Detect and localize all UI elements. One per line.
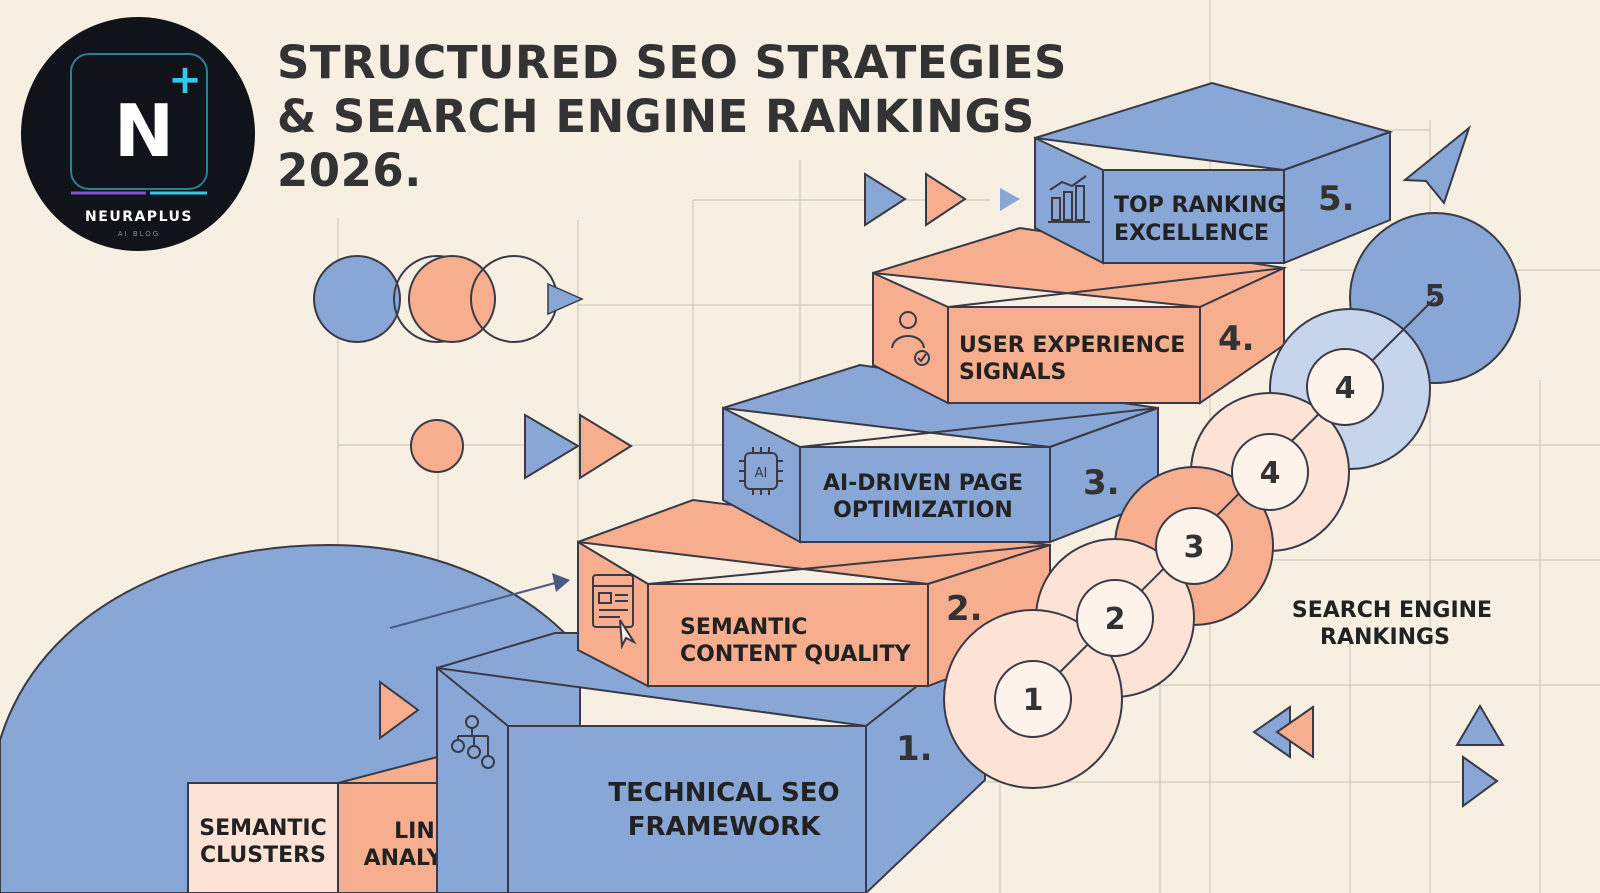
ranking-circles xyxy=(943,212,1521,789)
logo-brand: NEURAPLUS xyxy=(85,209,193,225)
triangle-right-icon xyxy=(579,413,633,480)
triangle-right-icon xyxy=(379,680,420,740)
step-number: 5. xyxy=(1318,179,1355,219)
neuraplus-logo: N + NEURAPLUS AI BLOG xyxy=(21,17,255,251)
triangle-right-icon xyxy=(547,282,584,316)
ranking-circle-number: 3 xyxy=(1184,530,1205,565)
triangle-right-icon xyxy=(864,172,907,227)
step-number: 3. xyxy=(1083,463,1120,503)
step-label: EXCELLENCE xyxy=(1114,221,1269,246)
step-label: OPTIMIZATION xyxy=(833,498,1013,523)
step-label: SIGNALS xyxy=(959,360,1066,385)
step-label: TECHNICAL SEO xyxy=(608,778,839,808)
base-block-label: SEMANTIC xyxy=(199,816,327,841)
step-label: SEMANTIC xyxy=(680,615,808,640)
step-number: 4. xyxy=(1218,319,1255,359)
triangle-right-icon xyxy=(524,413,580,480)
ranking-circle-number: 1 xyxy=(1023,683,1044,718)
bar-chart-icon xyxy=(1048,175,1090,223)
triangle-up-icon xyxy=(1455,704,1505,746)
plus-icon: + xyxy=(168,57,202,103)
triangle-right-icon xyxy=(1462,755,1499,808)
small-orange-circle xyxy=(410,419,464,473)
svg-text:AI: AI xyxy=(755,466,768,481)
step-5-block: TOP RANKING EXCELLENCE 5. xyxy=(1034,81,1394,265)
ranking-circle-number: 4 xyxy=(1335,371,1356,406)
logo-letter: N xyxy=(114,89,174,173)
base-block-label: CLUSTERS xyxy=(200,843,326,868)
arrow-line xyxy=(389,582,556,629)
overlapping-circles xyxy=(313,255,558,343)
rankings-label: RANKINGS xyxy=(1320,625,1450,650)
ai-chip-icon: AI xyxy=(739,447,783,495)
step-label: FRAMEWORK xyxy=(628,812,821,842)
step-4-block: USER EXPERIENCE SIGNALS 4. xyxy=(872,226,1288,405)
step-3-block: AI AI-DRIVEN PAGE OPTIMIZATION 3. xyxy=(722,363,1159,544)
triangle-right-icon xyxy=(1000,188,1020,211)
title-line-3: 2026. xyxy=(277,144,422,197)
sitemap-icon xyxy=(451,715,495,769)
ranking-circle-number: 2 xyxy=(1105,602,1126,637)
rankings-label: SEARCH ENGINE xyxy=(1292,598,1492,623)
step-label: TOP RANKING xyxy=(1114,193,1286,218)
ranking-circle-number: 4 xyxy=(1260,456,1281,491)
triangle-right-icon xyxy=(925,172,967,227)
step-label: USER EXPERIENCE xyxy=(959,333,1185,358)
arrow-head-icon xyxy=(552,573,570,592)
users-icon xyxy=(891,311,930,366)
step-label: CONTENT QUALITY xyxy=(680,642,912,667)
step-label: AI-DRIVEN PAGE xyxy=(823,471,1023,496)
base-block-semantic-clusters: SEMANTIC CLUSTERS xyxy=(187,782,339,893)
step-number: 1. xyxy=(896,729,933,769)
title-line-1: STRUCTURED SEO STRATEGIES xyxy=(277,36,1067,89)
title-line-2: & SEARCH ENGINE RANKINGS xyxy=(277,90,1035,143)
logo-subtitle: AI BLOG xyxy=(118,230,160,238)
step-number: 2. xyxy=(946,589,983,629)
page-title: STRUCTURED SEO STRATEGIES & SEARCH ENGIN… xyxy=(277,36,1067,197)
pointer-arrow-icon xyxy=(1402,125,1472,206)
webpage-cursor-icon xyxy=(592,574,637,650)
double-left-arrow-icon xyxy=(1275,705,1314,759)
ranking-circle-number: 5 xyxy=(1425,279,1446,314)
